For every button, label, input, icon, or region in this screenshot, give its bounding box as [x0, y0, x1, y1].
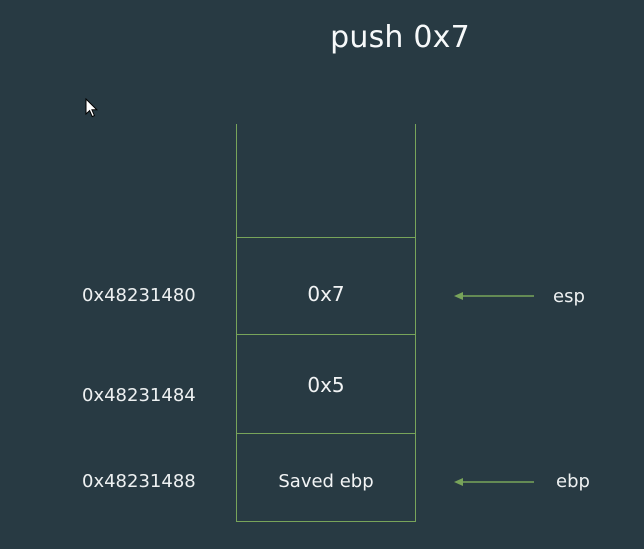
memory-address-label: 0x48231484: [82, 385, 196, 406]
stack-bottom: [236, 521, 416, 522]
slide-title: push 0x7: [330, 20, 470, 55]
stack-cell-value: 0x7: [307, 282, 345, 306]
stack-cell-value: Saved ebp: [278, 471, 374, 492]
esp-arrow-icon: [454, 292, 534, 300]
stack-divider-top: [236, 237, 416, 238]
ebp-register-label: ebp: [556, 471, 590, 492]
stack-right-wall: [415, 124, 416, 522]
esp-register-label: esp: [553, 286, 585, 307]
memory-address-label: 0x48231488: [82, 471, 196, 492]
stack-divider: [236, 334, 416, 335]
memory-address-label: 0x48231480: [82, 285, 196, 306]
stack-left-wall: [236, 124, 237, 522]
ebp-arrow-icon: [454, 478, 534, 486]
mouse-pointer-icon: [85, 98, 99, 118]
stack-cell-value: 0x5: [307, 373, 345, 397]
stack-divider: [236, 433, 416, 434]
